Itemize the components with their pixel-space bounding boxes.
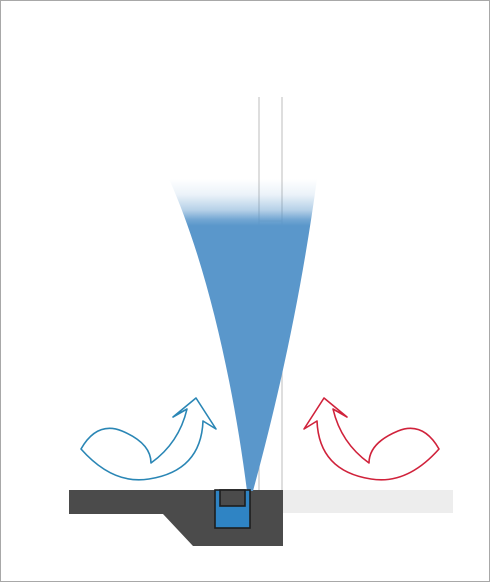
base-dark-slab: [69, 490, 283, 546]
nozzle-inner: [219, 489, 246, 507]
fluid-plume: [169, 179, 317, 491]
base-light-slab: [283, 490, 453, 513]
curved-arrow-up-right-icon: [80, 397, 217, 481]
curved-arrow-up-left-icon: [303, 397, 440, 481]
